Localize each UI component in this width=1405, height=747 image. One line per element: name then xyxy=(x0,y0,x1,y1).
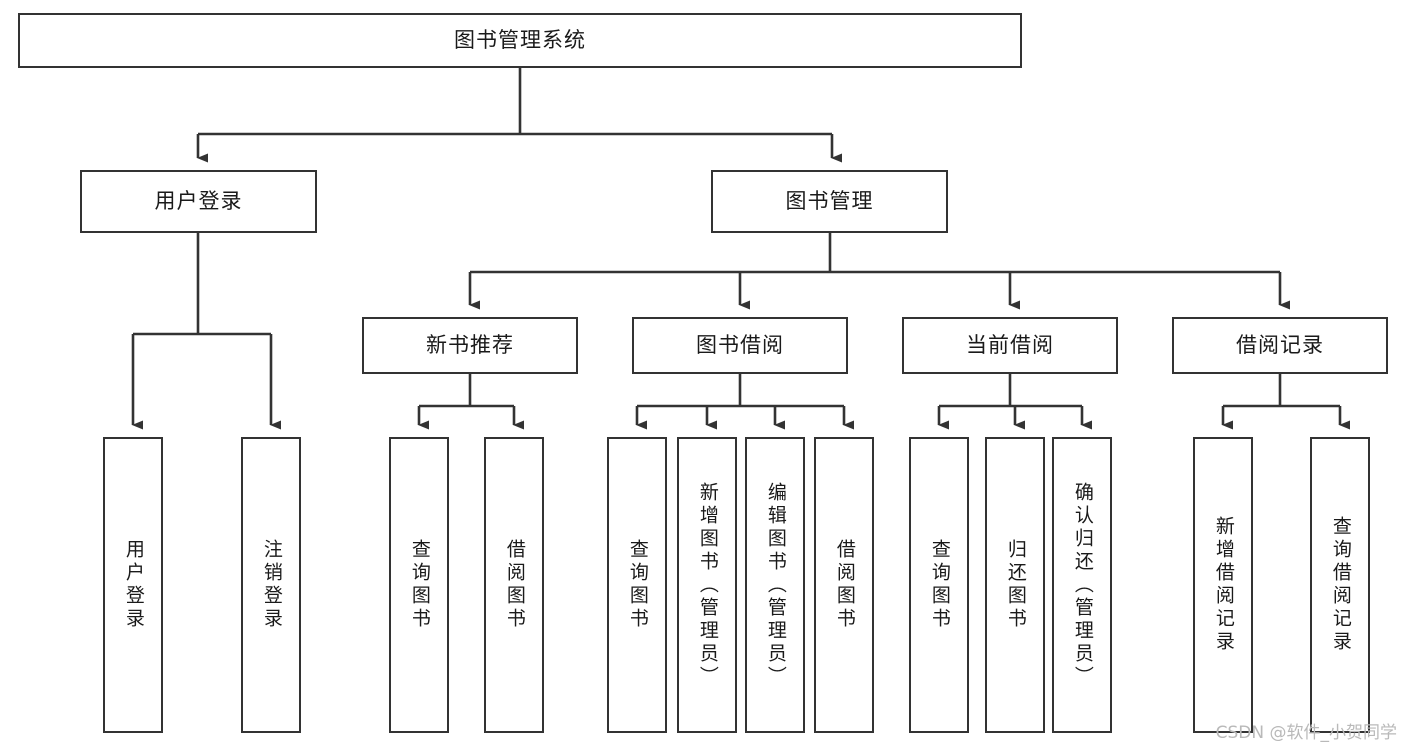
edge-group-current-borrow xyxy=(937,374,1092,430)
leaf-borrow-book-new[interactable]: 借阅图书 xyxy=(484,437,544,733)
edge-group-borrow-records xyxy=(1221,374,1350,430)
node-new-book-recommend-label: 新书推荐 xyxy=(426,332,514,357)
leaf-label: 归还图书 xyxy=(1004,539,1027,631)
node-new-book-recommend[interactable]: 新书推荐 xyxy=(362,317,578,374)
leaf-label: 注销登录 xyxy=(260,539,283,631)
leaf-label: 查询借阅记录 xyxy=(1329,516,1352,654)
leaf-label: 用户登录 xyxy=(122,539,145,631)
leaf-edit-book-admin[interactable]: 编辑图书（管理员） xyxy=(745,437,805,733)
leaf-query-borrow-record[interactable]: 查询借阅记录 xyxy=(1310,437,1370,733)
leaf-query-book-borrow[interactable]: 查询图书 xyxy=(607,437,667,733)
leaf-confirm-return-admin[interactable]: 确认归还（管理员） xyxy=(1052,437,1112,733)
edge-group-root xyxy=(196,68,842,163)
leaf-label: 编辑图书（管理员） xyxy=(764,481,787,689)
node-book-borrow[interactable]: 图书借阅 xyxy=(632,317,848,374)
edge-group-book-mgmt xyxy=(468,233,1290,310)
leaf-add-book-admin[interactable]: 新增图书（管理员） xyxy=(677,437,737,733)
leaf-label: 借阅图书 xyxy=(503,539,526,631)
leaf-user-login[interactable]: 用户登录 xyxy=(103,437,163,733)
leaf-label: 新增图书（管理员） xyxy=(696,481,719,689)
leaf-return-book[interactable]: 归还图书 xyxy=(985,437,1045,733)
leaf-label: 查询图书 xyxy=(928,539,951,631)
edge-group-new-books xyxy=(417,374,524,430)
csdn-watermark: CSDN @软件_小贺同学 xyxy=(1215,723,1397,743)
node-current-borrow[interactable]: 当前借阅 xyxy=(902,317,1118,374)
leaf-logout[interactable]: 注销登录 xyxy=(241,437,301,733)
node-root-label: 图书管理系统 xyxy=(454,27,586,52)
node-borrow-records[interactable]: 借阅记录 xyxy=(1172,317,1388,374)
node-book-management-label: 图书管理 xyxy=(785,188,874,213)
leaf-borrow-book[interactable]: 借阅图书 xyxy=(814,437,874,733)
edge-group-user-login xyxy=(131,233,281,430)
node-user-login[interactable]: 用户登录 xyxy=(80,170,317,233)
leaf-query-book-new[interactable]: 查询图书 xyxy=(389,437,449,733)
leaf-label: 查询图书 xyxy=(408,539,431,631)
leaf-label: 查询图书 xyxy=(626,539,649,631)
leaf-query-book-current[interactable]: 查询图书 xyxy=(909,437,969,733)
node-root[interactable]: 图书管理系统 xyxy=(18,13,1022,68)
leaf-label: 借阅图书 xyxy=(833,539,856,631)
node-book-borrow-label: 图书借阅 xyxy=(696,332,784,357)
leaf-label: 新增借阅记录 xyxy=(1212,516,1235,654)
node-book-management[interactable]: 图书管理 xyxy=(711,170,948,233)
leaf-label: 确认归还（管理员） xyxy=(1071,481,1094,689)
edge-group-book-borrow xyxy=(635,374,854,430)
node-current-borrow-label: 当前借阅 xyxy=(966,332,1054,357)
leaf-add-borrow-record[interactable]: 新增借阅记录 xyxy=(1193,437,1253,733)
node-user-login-label: 用户登录 xyxy=(154,188,243,213)
node-borrow-records-label: 借阅记录 xyxy=(1236,332,1324,357)
